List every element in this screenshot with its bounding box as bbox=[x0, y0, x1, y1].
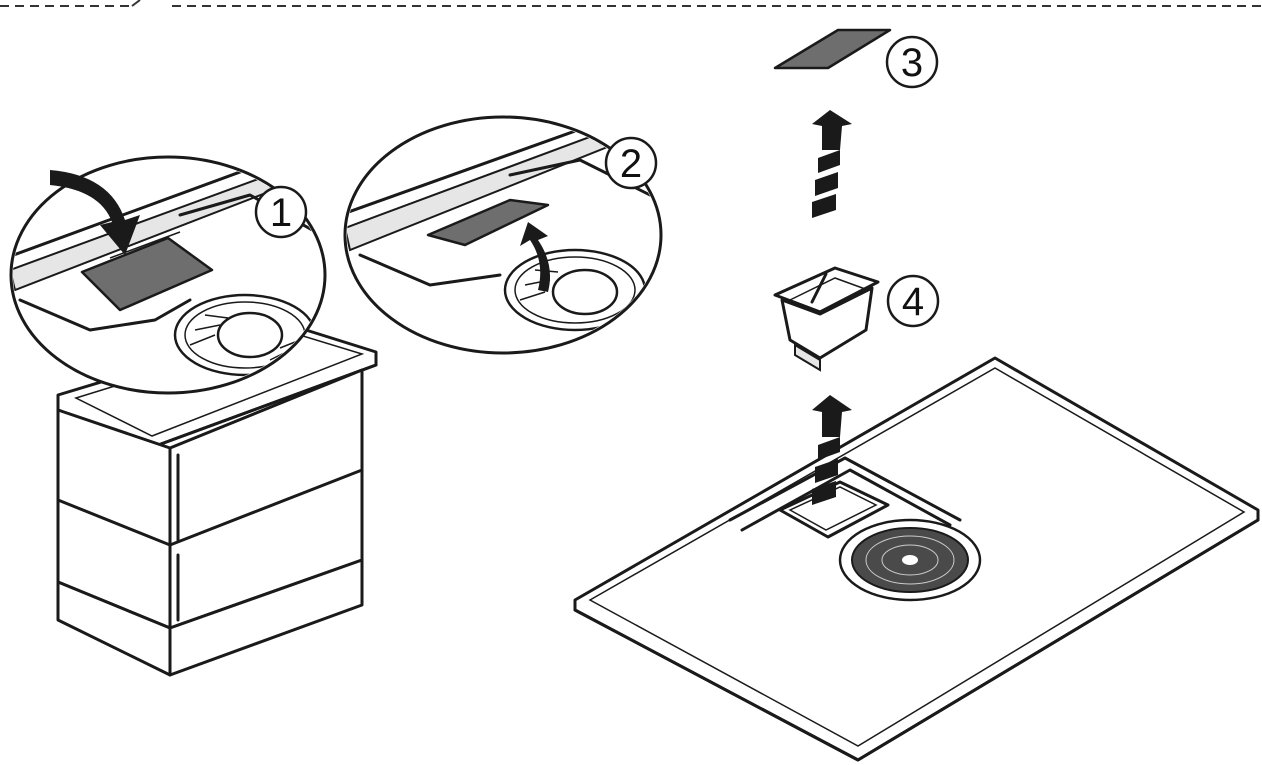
step-badge-2: 2 bbox=[604, 136, 658, 190]
step-number-3: 3 bbox=[901, 41, 923, 85]
filter-cover-part bbox=[773, 28, 892, 70]
dashed-border bbox=[0, 0, 1262, 7]
detail-circle-2 bbox=[343, 115, 663, 355]
step-number-1: 1 bbox=[270, 191, 292, 235]
step-badge-3: 3 bbox=[885, 35, 939, 89]
step-badge-1: 1 bbox=[254, 185, 308, 239]
filter-cover-plate bbox=[80, 236, 214, 312]
detail-circle-1 bbox=[9, 155, 327, 395]
lift-up-arrow bbox=[520, 222, 551, 292]
lift-arrow-upper bbox=[812, 110, 852, 218]
cooktop-hob bbox=[573, 356, 1260, 762]
step-number-4: 4 bbox=[902, 280, 924, 324]
step-number-2: 2 bbox=[620, 142, 642, 186]
lifted-filter-cover bbox=[426, 198, 550, 247]
step-badge-4: 4 bbox=[886, 274, 940, 328]
push-down-arrow bbox=[50, 170, 140, 255]
lift-arrow-lower bbox=[812, 395, 852, 505]
grease-filter-basket bbox=[773, 266, 880, 372]
